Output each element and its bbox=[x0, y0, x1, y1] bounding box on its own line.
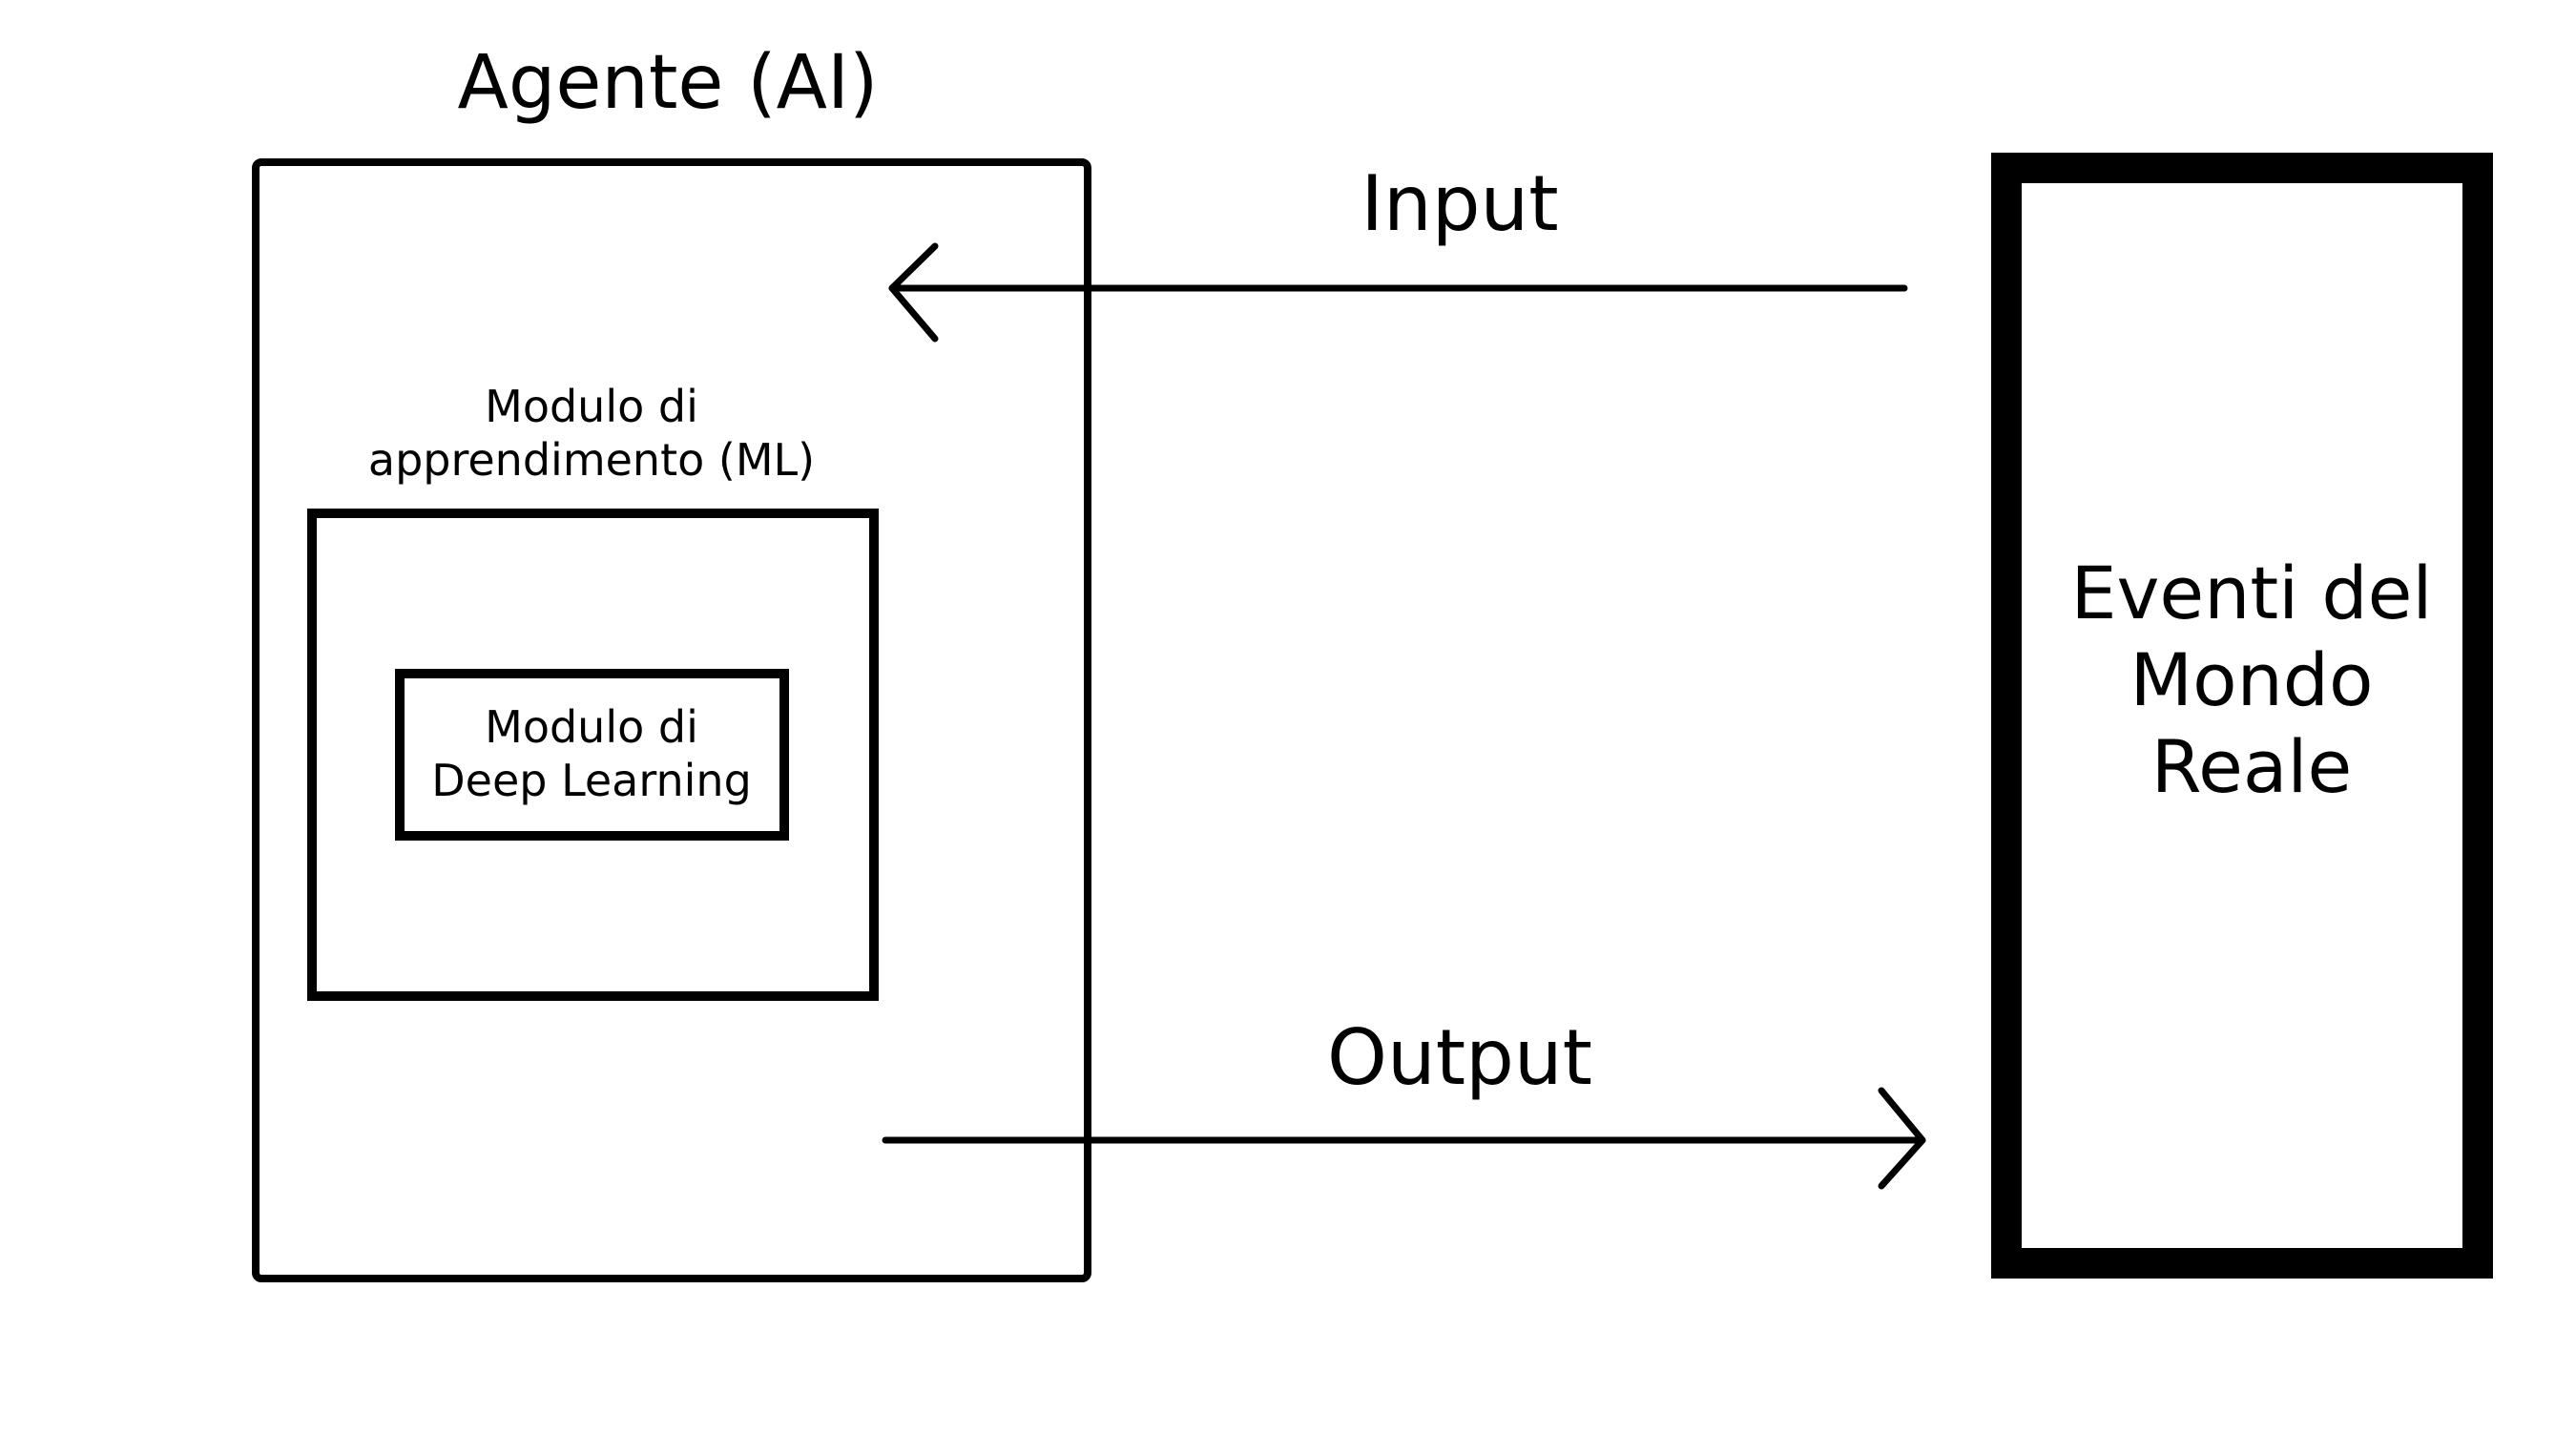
ml-module-box bbox=[307, 509, 879, 1001]
agent-box bbox=[252, 158, 1091, 1282]
input-arrow-head bbox=[888, 242, 939, 343]
dl-module-label: Modulo di Deep Learning bbox=[431, 701, 752, 807]
output-arrow-head bbox=[1878, 1087, 1926, 1190]
dl-module-box bbox=[395, 669, 789, 841]
world-events-label: Eventi del Mondo Reale bbox=[2070, 551, 2433, 810]
world-events-box bbox=[1991, 153, 2493, 1279]
input-arrow-label: Input bbox=[1361, 159, 1559, 248]
output-arrow-label: Output bbox=[1327, 1013, 1592, 1102]
ml-module-label: Modulo di apprendimento (ML) bbox=[367, 381, 816, 487]
agent-title: Agente (AI) bbox=[457, 40, 879, 126]
input-arrow bbox=[888, 242, 1908, 343]
output-arrow bbox=[882, 1087, 1926, 1190]
